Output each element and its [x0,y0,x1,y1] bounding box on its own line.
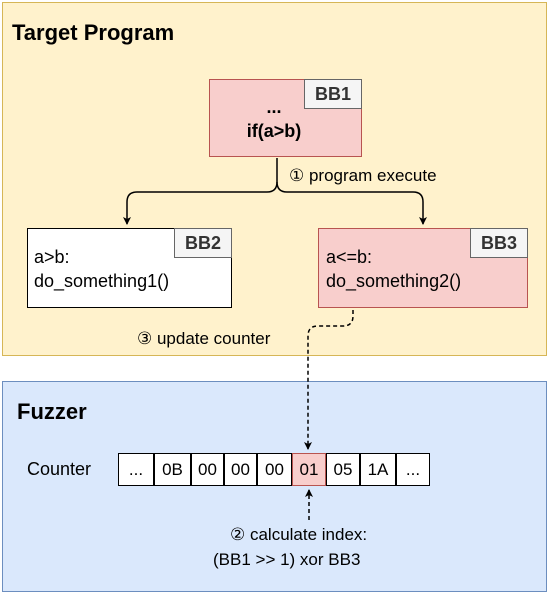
bb3-line-1: a<=b: [326,247,373,267]
bb2-line-1: a>b: [34,247,70,267]
bb3-line-2: do_something2() [326,271,462,291]
target-program-title: Target Program [12,20,175,45]
counter-cell-highlighted: 01 [292,453,326,486]
counter-cell: 0B [154,453,191,486]
counter-cell: 00 [224,453,257,486]
bb1-line-2: if(a>b) [246,121,302,141]
step-calculate-index-label: ② calculate index: [230,525,368,544]
fuzzer-panel [2,381,547,592]
counter-cell: 05 [326,453,360,486]
bb1-line-1: ... [266,97,282,117]
calculate-index-formula: (BB1 >> 1) xor BB3 [213,550,361,569]
bb1-tag: BB1 [304,79,362,109]
bb3-tag: BB3 [470,228,528,258]
counter-cell: 1A [360,453,396,486]
step-program-execute-label: ① program execute [289,166,437,185]
counter-cell: 00 [191,453,224,486]
counter-label: Counter [27,459,92,479]
fuzzer-title: Fuzzer [17,399,87,424]
bb2-line-2: do_something1() [34,271,170,291]
counter-cell: ... [118,453,154,486]
counter-cell: 00 [257,453,292,486]
bb2-tag: BB2 [174,228,232,258]
counter-cell: ... [396,453,430,486]
step-update-counter-label: ③ update counter [137,329,271,348]
